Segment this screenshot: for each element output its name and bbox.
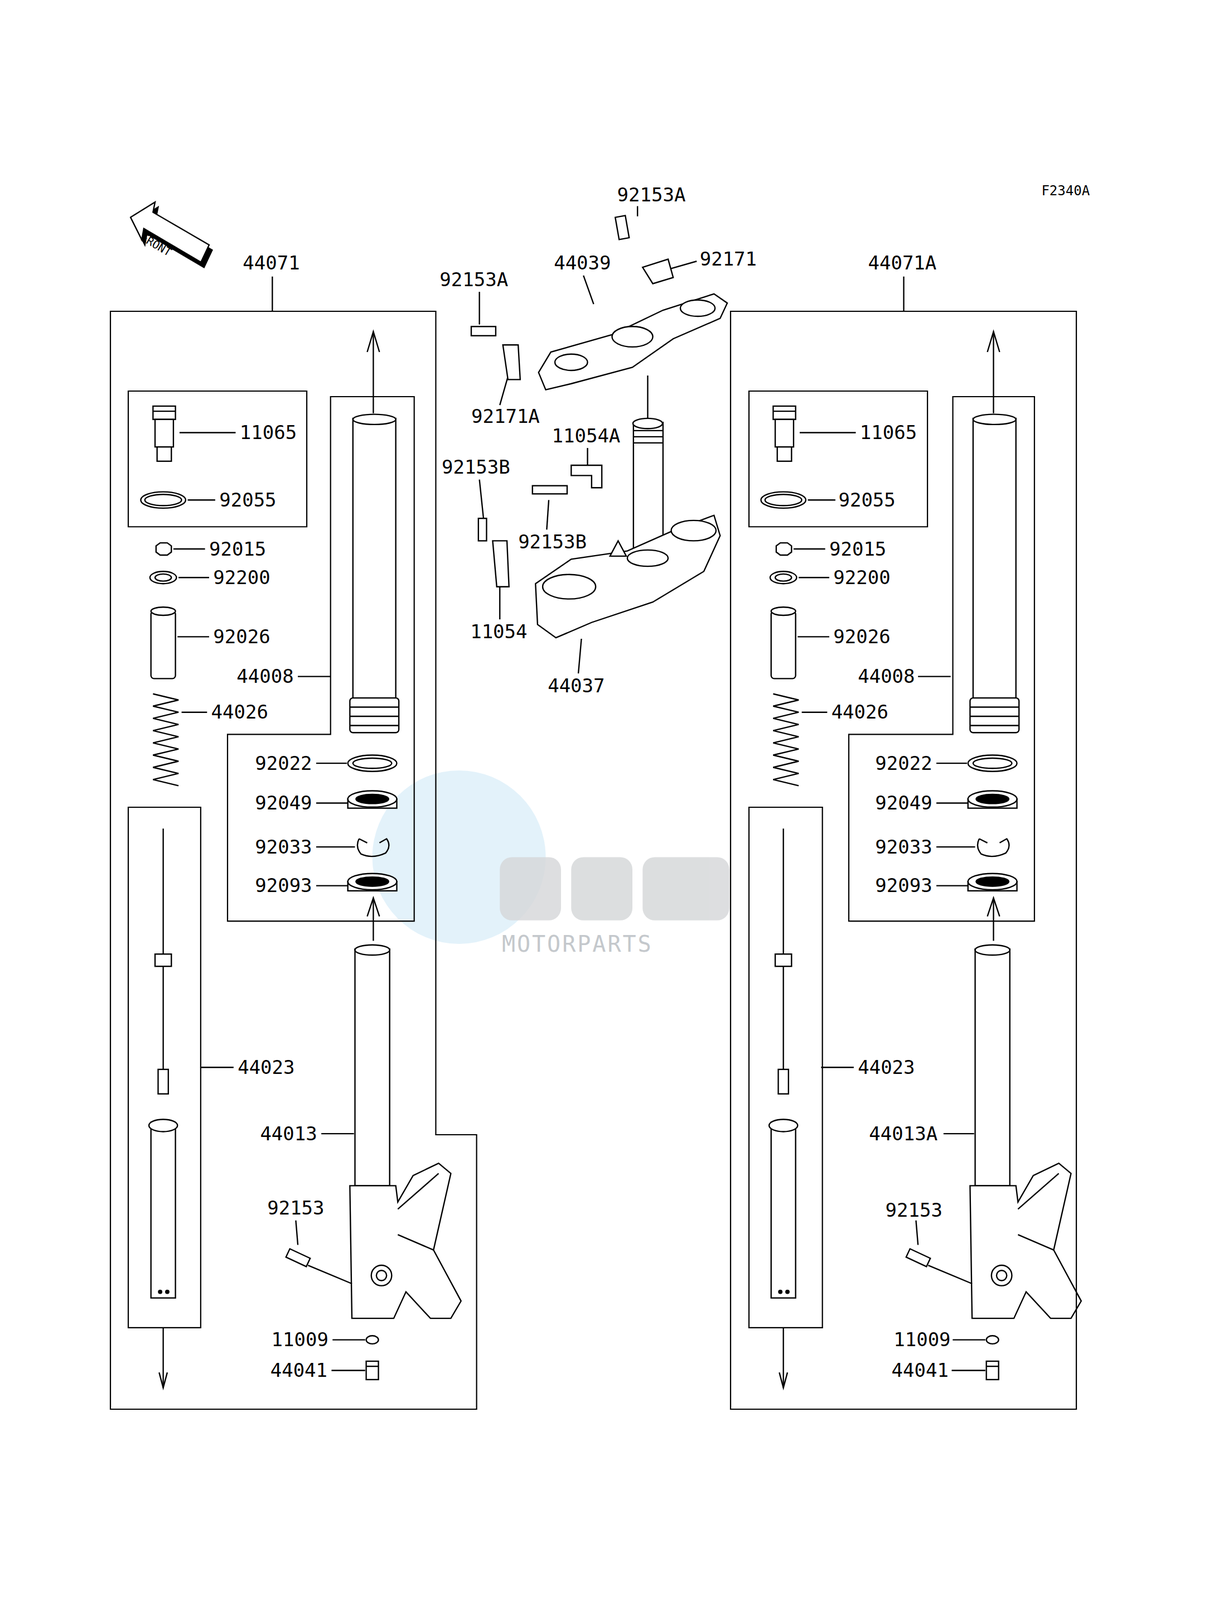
sub-assembly-box: 44008 92022 92049 92033 92093 [848, 396, 1035, 921]
callout-number: 11065 [239, 421, 297, 444]
callout-number: 44023 [857, 1055, 915, 1079]
callout-number: 11054A [552, 424, 621, 448]
callout-number: 92026 [833, 625, 891, 649]
callout-number: 92049 [875, 791, 932, 815]
box-border [748, 806, 823, 1328]
callout-number: 92033 [254, 835, 312, 859]
steering-clamps [471, 215, 728, 638]
sub-assembly-box: 44023 [128, 806, 201, 1328]
callout-number: 44026 [211, 700, 269, 724]
callout-number: 92200 [833, 566, 891, 589]
callout-number: 92055 [219, 488, 277, 512]
callout-number: 92153B [518, 530, 587, 554]
callout-number: 92153A [439, 268, 509, 292]
callout-number: 92049 [254, 791, 312, 815]
box-border [748, 390, 928, 527]
callout-number: 11065 [859, 421, 917, 444]
box-border [848, 396, 1035, 921]
sub-assembly-box: 11065 92055 [748, 390, 928, 527]
callout-number: 11009 [271, 1327, 329, 1351]
callout-number: 44008 [236, 664, 294, 688]
callout-number: 92200 [213, 566, 270, 589]
assembly-box: 44071A9201592200920264402644013A92153110… [730, 311, 1077, 1409]
callout-number: 44071A [867, 251, 937, 275]
sub-assembly-box: 11065 92055 [128, 390, 307, 527]
callout-number: 92153 [885, 1198, 943, 1222]
box-outline [128, 806, 201, 1328]
callout-number: 92153 [267, 1196, 325, 1220]
callout-number: 11009 [893, 1327, 951, 1351]
front-arrow [130, 201, 212, 268]
callout-number: 44008 [857, 664, 915, 688]
fork-left [140, 331, 461, 1387]
watermark-logo [499, 856, 730, 920]
watermark: MOTORPARTS [501, 930, 654, 957]
box-border [128, 806, 201, 1328]
box-outline [730, 311, 1077, 1409]
callout-number: 92055 [838, 488, 896, 512]
callout-number: 44041 [270, 1358, 328, 1382]
callout-number: 92022 [254, 751, 312, 775]
callout-number: 44071 [242, 251, 300, 275]
callout-number: 92022 [875, 751, 932, 775]
callout-number: 44026 [831, 700, 889, 724]
callout-number: 92015 [829, 537, 887, 561]
fork-right [760, 331, 1081, 1387]
leader-lines [272, 205, 974, 1134]
box-border [128, 390, 307, 527]
callout-number: 44037 [547, 674, 605, 698]
callout-number: 92093 [254, 873, 312, 897]
callout-number: 92153A [617, 183, 686, 207]
box-border [227, 396, 415, 921]
callout-number: 92033 [875, 835, 932, 859]
box-border [730, 311, 1077, 1409]
assembly-box: 4407192015922009202644026440139215311009… [110, 311, 477, 1409]
box-outline [748, 390, 928, 527]
box-outline [128, 390, 307, 527]
callout-number: 44023 [237, 1055, 295, 1079]
box-outline [110, 311, 477, 1409]
sub-assembly-box: 44008 92022 92049 92033 92093 [227, 396, 415, 921]
callout-number: 44013A [868, 1122, 938, 1145]
box-outline [748, 806, 823, 1328]
callout-number: 92171A [471, 404, 540, 428]
callout-number: 44041 [891, 1358, 949, 1382]
callout-number: 44039 [553, 251, 611, 275]
callout-number: 44013 [259, 1122, 317, 1145]
callout-number: 92026 [213, 625, 270, 649]
callout-number: 11054 [470, 620, 528, 644]
callout-number: 92093 [875, 873, 932, 897]
drawing-code: F2340A [1041, 182, 1090, 200]
callout-number: 92171 [699, 247, 757, 271]
box-border [110, 311, 477, 1409]
sub-assembly-box: 44023 [748, 806, 823, 1328]
callout-number: 92153B [441, 455, 511, 479]
callout-number: 92015 [209, 537, 267, 561]
